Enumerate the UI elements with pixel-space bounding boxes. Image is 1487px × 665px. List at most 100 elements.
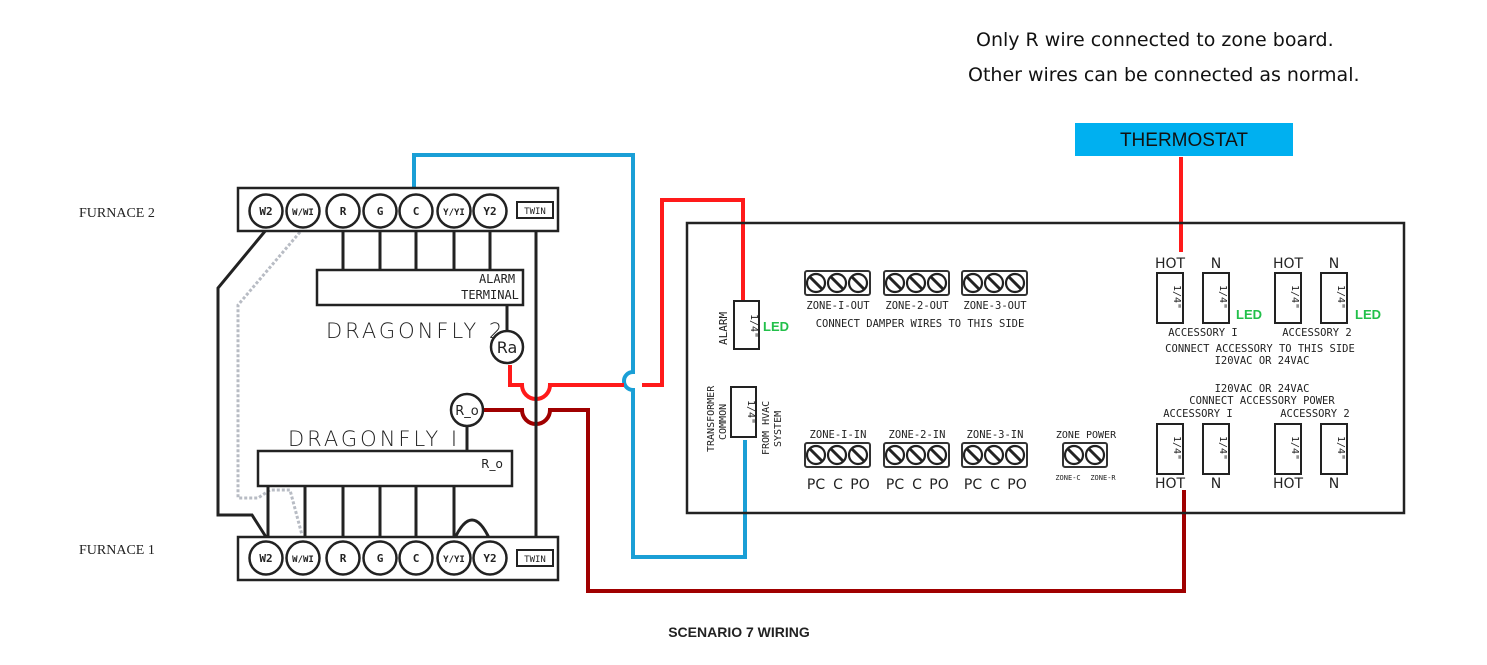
zone-r-label: ZONE-R	[1090, 474, 1116, 482]
furnace-1-terminal-strip: W2 W/WI R G C Y/YI Y2 TWIN	[236, 535, 560, 582]
terminal-label: W/WI	[292, 208, 314, 218]
terminal-y-yi: Y/YI	[436, 193, 472, 229]
zone-in-term-label: PO	[929, 477, 948, 493]
ra-terminal	[489, 329, 525, 365]
zone-in-term-label: PC	[886, 477, 904, 493]
n-label: N	[1211, 256, 1221, 272]
n-label: N	[1329, 476, 1339, 492]
zone-in-term-label: C	[912, 477, 922, 493]
thermostat-label: THERMOSTAT	[1120, 130, 1248, 151]
accessory-terminal-hot: 1/4" HOT	[1155, 423, 1186, 492]
f2-twin-label: TWIN	[524, 207, 546, 217]
from-hvac-line2: SYSTEM	[773, 411, 784, 447]
quarter-label: 1/4"	[1171, 436, 1182, 460]
terminal-w-wi: W/WI	[285, 540, 321, 576]
alarm-label: ALARM	[717, 312, 730, 345]
scenario-caption: SCENARIO 7 WIRING	[668, 624, 810, 640]
accessory-terminal-hot: 1/4" HOT	[1273, 423, 1304, 492]
accessory-2-top: ACCESSORY 2	[1282, 327, 1352, 339]
terminal-c: C	[398, 193, 434, 229]
terminal-r: R	[325, 193, 361, 229]
hot-label: HOT	[1155, 256, 1186, 272]
alarm-quarter: 1/4"	[748, 314, 759, 338]
zone-in-term-label: C	[833, 477, 843, 493]
terminal-y-yi: Y/YI	[436, 540, 472, 576]
furnace-1-label: FURNACE 1	[79, 543, 155, 558]
terminal-label: W/WI	[292, 555, 314, 565]
zone-in-label: ZONE-2-IN	[889, 429, 946, 441]
transformer-line1: TRANSFORMER	[706, 385, 717, 452]
zone-2-in-block	[883, 442, 950, 468]
terminal-label: C	[413, 552, 420, 565]
hot-label: HOT	[1273, 476, 1304, 492]
zone-board: ALARM 1/4" LED TRANSFORMER COMMON 1/4" F…	[685, 221, 1406, 515]
n-label: N	[1329, 256, 1339, 272]
quarter-label: 1/4"	[1335, 436, 1346, 460]
ro-inner-label: R_o	[481, 457, 503, 471]
terminal-label: R	[340, 552, 347, 565]
zone-in-term-label: PC	[964, 477, 982, 493]
thermostat: THERMOSTAT	[1075, 123, 1293, 156]
alarm-terminal-line2: TERMINAL	[461, 288, 519, 302]
terminal-label: W2	[259, 205, 272, 218]
accessory-1-bottom: ACCESSORY I	[1163, 408, 1233, 420]
hot-label: HOT	[1155, 476, 1186, 492]
zone-in-term-label: PC	[807, 477, 825, 493]
damper-note: CONNECT DAMPER WIRES TO THIS SIDE	[816, 318, 1025, 330]
terminal-y2: Y2	[472, 193, 508, 229]
terminal-w-wi: W/WI	[285, 193, 321, 229]
terminal-label: Y2	[483, 552, 496, 565]
quarter-label: 1/4"	[1217, 285, 1228, 309]
quarter-label: 1/4"	[1335, 285, 1346, 309]
alarm-led: LED	[763, 319, 789, 334]
w2-jumper-wire	[216, 229, 268, 538]
wwi-dotted-wire	[236, 231, 304, 536]
acc-note-1: CONNECT ACCESSORY TO THIS SIDE	[1165, 343, 1355, 355]
zone-in-term-label: C	[990, 477, 1000, 493]
blue-common-wire	[412, 153, 747, 559]
zone-in-label: ZONE-3-IN	[967, 429, 1024, 441]
f1-twin-label: TWIN	[524, 555, 546, 565]
terminal-g: G	[362, 540, 398, 576]
dragonfly-2: ALARM TERMINAL DRAGONFLY 2 Ra	[315, 268, 525, 365]
terminal-w2: W2	[248, 193, 284, 229]
zone-3-in-block	[961, 442, 1028, 468]
acc1-led: LED	[1236, 307, 1262, 322]
accessory-terminal-hot: 1/4"HOT	[1273, 256, 1303, 324]
thermostat-box	[1075, 123, 1293, 156]
zone-3-out-block	[961, 270, 1028, 296]
accessory-terminal-n: 1/4" N	[1202, 423, 1230, 492]
dragonfly-1-label: DRAGONFLY I	[288, 427, 460, 451]
pwr-note-2: CONNECT ACCESSORY POWER	[1189, 395, 1335, 407]
quarter-label: 1/4"	[1217, 436, 1228, 460]
terminal-label: Y/YI	[443, 555, 465, 565]
pwr-note-1: I20VAC OR 24VAC	[1215, 383, 1310, 395]
terminal-label: W2	[259, 552, 272, 565]
alarm-terminal	[733, 300, 760, 350]
acc-note-2: I20VAC OR 24VAC	[1215, 355, 1310, 367]
accessory-2-bottom: ACCESSORY 2	[1280, 408, 1350, 420]
f1-drop-wires	[266, 486, 492, 541]
ra-label: Ra	[497, 338, 518, 357]
terminal-label: G	[377, 552, 384, 565]
accessory-1-top: ACCESSORY I	[1168, 327, 1238, 339]
accessory-terminal-n: 1/4" N	[1320, 423, 1348, 492]
zone-2-out-block	[883, 270, 950, 296]
furnace-2-label: FURNACE 2	[79, 206, 155, 221]
acc2-led: LED	[1355, 307, 1381, 322]
accessory-terminal-n: 1/4" N	[1202, 256, 1230, 324]
f2-drop-wires	[341, 230, 509, 332]
darkred-ro-wire	[484, 408, 1186, 593]
n-label: N	[1211, 476, 1221, 492]
quarter-label: 1/4"	[1289, 285, 1300, 309]
terminal-c: C	[398, 540, 434, 576]
accessory-terminal-n: 1/4" N	[1320, 256, 1348, 324]
zone-power-label: ZONE POWER	[1056, 430, 1117, 441]
zone-in-term-label: PO	[1007, 477, 1026, 493]
terminal-label: Y/YI	[443, 208, 465, 218]
zone-power-block	[1062, 442, 1108, 468]
alarm-terminal-line1: ALARM	[479, 272, 515, 286]
quarter-label: 1/4"	[1289, 436, 1300, 460]
